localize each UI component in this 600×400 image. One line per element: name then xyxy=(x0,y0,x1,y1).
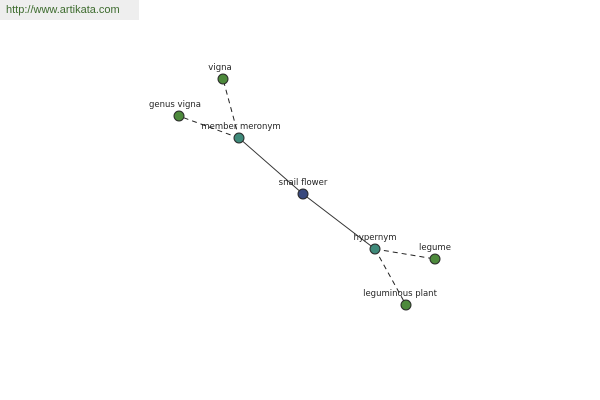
edge-hypernym-to-legume xyxy=(374,248,436,260)
node-leguminous-plant[interactable] xyxy=(400,299,412,311)
node-vigna[interactable] xyxy=(217,73,229,85)
node-snail-flower[interactable] xyxy=(297,188,309,200)
nodes-layer xyxy=(173,73,441,311)
node-member-meronym[interactable] xyxy=(233,132,245,144)
node-label-genus-vigna[interactable]: genus vigna xyxy=(149,100,201,110)
node-label-legume[interactable]: legume xyxy=(419,243,451,253)
node-genus-vigna[interactable] xyxy=(173,110,185,122)
edges-layer xyxy=(178,78,436,306)
edge-member-meronym-to-vigna xyxy=(222,78,240,139)
url-banner: http://www.artikata.com xyxy=(0,0,139,20)
edge-hypernym-to-leguminous-plant xyxy=(374,248,407,306)
site-url-link[interactable]: http://www.artikata.com xyxy=(6,4,120,16)
labels-layer: snail flower member meronym hypernym vigna g… xyxy=(149,63,451,299)
edge-snail-flower-to-member-meronym xyxy=(238,137,304,195)
node-label-snail-flower[interactable]: snail flower xyxy=(279,178,328,188)
node-hypernym[interactable] xyxy=(369,243,381,255)
edge-member-meronym-to-genus-vigna xyxy=(178,115,240,139)
node-label-vigna[interactable]: vigna xyxy=(208,63,231,73)
node-label-member-meronym[interactable]: member meronym xyxy=(201,122,280,132)
node-label-leguminous-plant[interactable]: leguminous plant xyxy=(363,289,437,299)
node-legume[interactable] xyxy=(429,253,441,265)
edge-snail-flower-to-hypernym xyxy=(302,193,376,250)
node-label-hypernym[interactable]: hypernym xyxy=(353,233,396,243)
